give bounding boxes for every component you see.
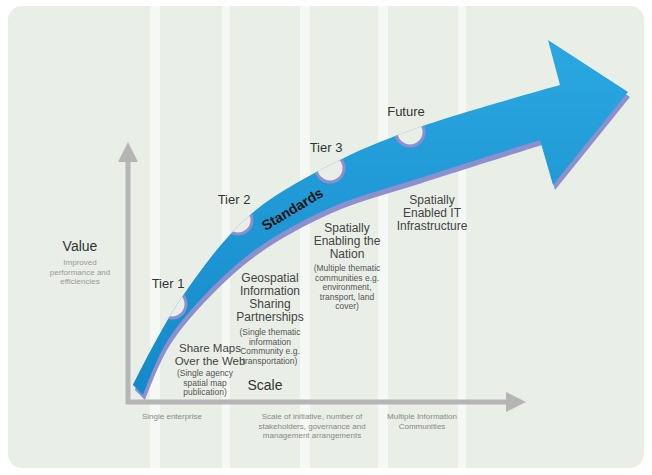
tier-label: Tier 2 — [211, 192, 257, 207]
tier-label: Tier 1 — [145, 276, 191, 291]
tier-notch — [316, 154, 344, 182]
tier-heading: Spatially Enabled IT Infrastructure — [392, 194, 472, 233]
axis-note: Scale of initiative, number of stakehold… — [242, 412, 382, 441]
arrow-body — [133, 40, 628, 395]
tier-heading: Spatially Enabling the Nation — [311, 222, 383, 261]
tier-label: Tier 3 — [303, 140, 349, 155]
column-stripe — [150, 6, 160, 468]
tier-label: Future — [381, 104, 431, 119]
axis-note: Improved performance and efficiencies — [48, 258, 112, 287]
tier-note: (Single thematic information Community e… — [232, 328, 308, 366]
column-stripe — [300, 6, 310, 468]
tier-notch — [158, 290, 186, 318]
axis-note: Multiple Information Communities — [379, 412, 465, 431]
axis-note: Single enterprise — [137, 412, 207, 422]
tier-notch — [396, 118, 424, 146]
tier-heading: Geospatial Information Sharing Partnersh… — [230, 272, 310, 324]
background-panel — [8, 6, 644, 468]
axis-title: Scale — [243, 377, 287, 393]
value-axis — [126, 160, 131, 404]
axis-title: Value — [50, 238, 110, 254]
scale-axis — [126, 400, 508, 405]
tier-notch — [224, 206, 252, 234]
axis-arrowhead — [506, 392, 526, 412]
tier-heading: Share Maps Over the Web — [170, 342, 250, 368]
column-stripe — [458, 6, 466, 468]
tier-note: (Multiple thematic communities e.g. envi… — [308, 264, 386, 312]
tier-note: (Single agency spatial map publication) — [170, 369, 240, 398]
axis-arrowhead — [118, 142, 138, 162]
